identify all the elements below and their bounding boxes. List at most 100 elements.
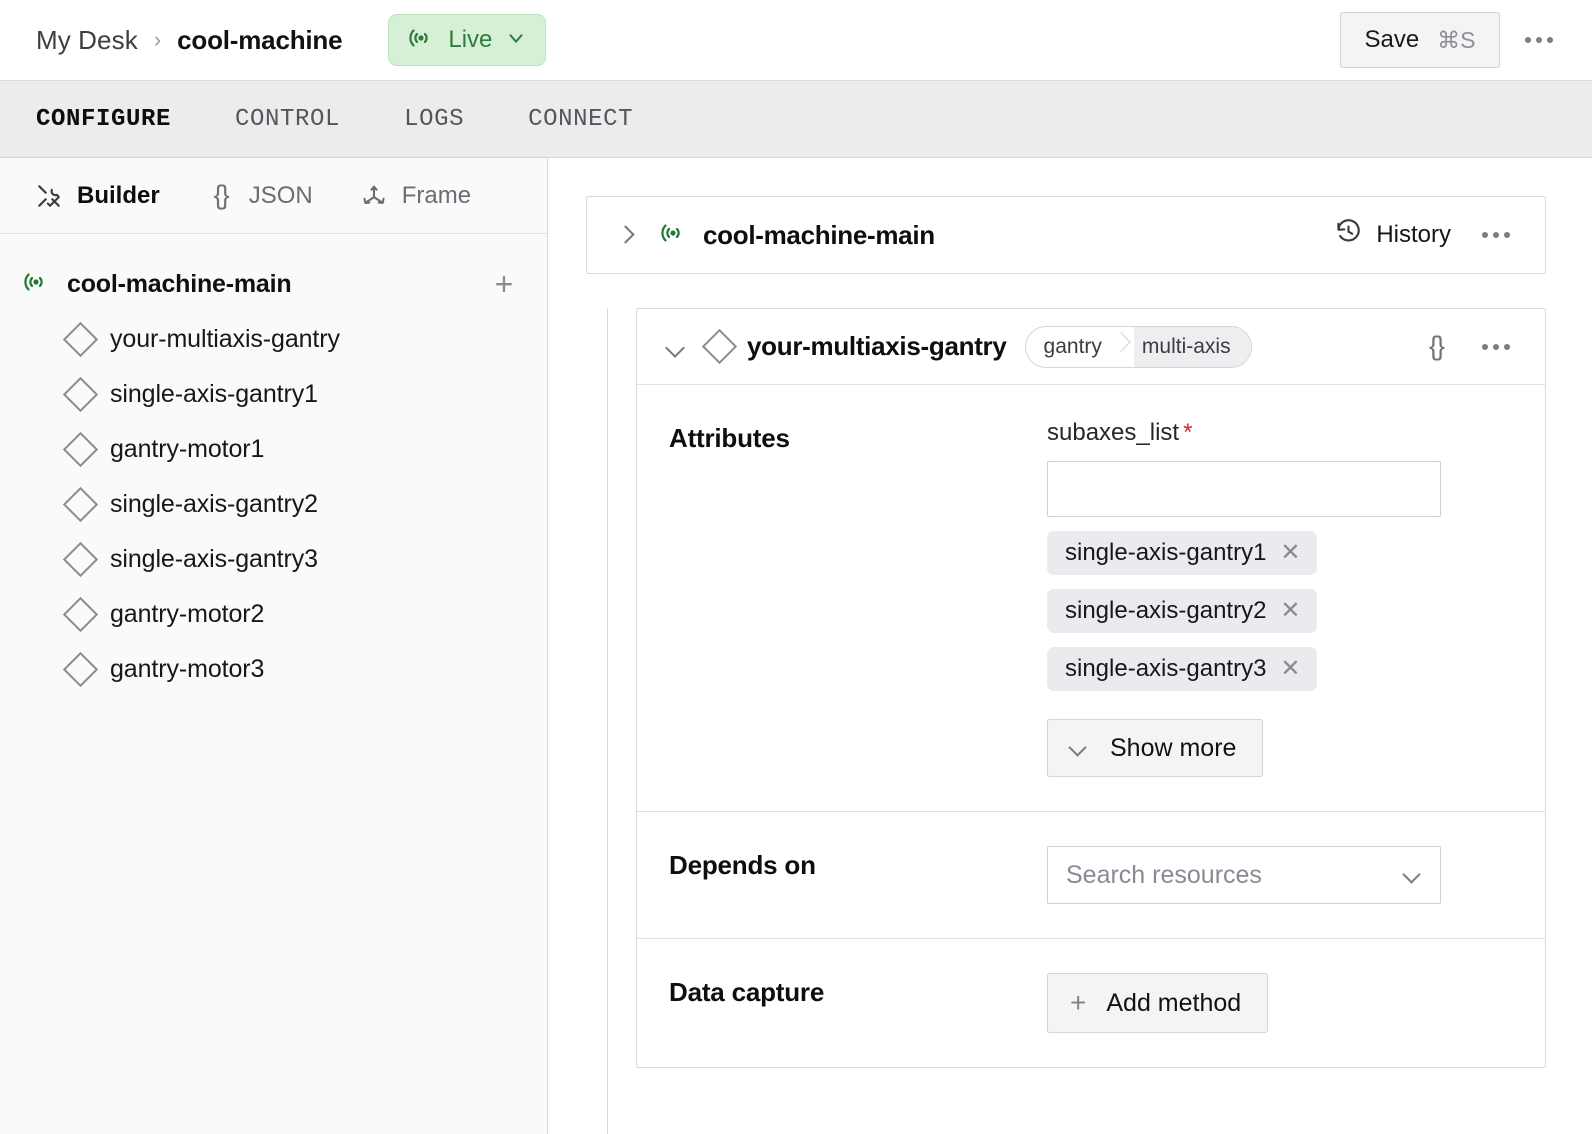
configure-panel: cool-machine-main History — [548, 158, 1592, 1134]
add-method-label: Add method — [1106, 988, 1242, 1017]
curly-braces-icon: {} — [213, 180, 230, 210]
root-resource-card: cool-machine-main History — [586, 196, 1546, 274]
mode-frame[interactable]: Frame — [359, 181, 471, 211]
component-card-your-multiaxis-gantry: your-multiaxis-gantry gantry multi-axis … — [636, 308, 1546, 1068]
component-diamond-icon — [62, 541, 99, 578]
live-status-dropdown[interactable]: Live — [388, 14, 547, 66]
required-asterisk: * — [1183, 419, 1193, 446]
attributes-section-label: Attributes — [669, 423, 790, 453]
chip-single-axis-gantry2[interactable]: single-axis-gantry2 ✕ — [1047, 589, 1317, 633]
chevron-right-icon[interactable] — [615, 224, 637, 246]
component-card-header: your-multiaxis-gantry gantry multi-axis … — [637, 309, 1545, 385]
chevron-down-icon[interactable] — [663, 335, 687, 359]
root-card-title: cool-machine-main — [703, 219, 935, 250]
live-signal-icon — [407, 24, 435, 57]
depends-on-body: Search resources — [1047, 846, 1519, 904]
main-tab-bar: CONFIGURE CONTROL LOGS CONNECT — [0, 80, 1592, 158]
component-diamond-icon — [62, 486, 99, 523]
attributes-body: subaxes_list* single-axis-gantry1 ✕ sing… — [1047, 419, 1519, 777]
breadcrumb-my-desk[interactable]: My Desk — [36, 24, 138, 55]
machine-signal-icon — [659, 219, 687, 252]
show-more-label: Show more — [1110, 733, 1237, 762]
badge-api-label: gantry — [1043, 334, 1102, 358]
plus-icon: + — [1070, 987, 1087, 1018]
tree-item-label: single-axis-gantry2 — [110, 490, 318, 518]
tab-configure[interactable]: CONFIGURE — [36, 105, 172, 133]
show-more-button[interactable]: Show more — [1047, 719, 1264, 777]
tree-item-gantry-motor2[interactable]: gantry-motor2 — [0, 587, 547, 642]
tree-connector-line — [607, 308, 608, 1134]
add-method-button[interactable]: + Add method — [1047, 973, 1269, 1033]
breadcrumb-separator-icon: › — [153, 27, 162, 52]
tab-logs[interactable]: LOGS — [404, 105, 465, 133]
live-label: Live — [448, 26, 493, 53]
tree-root-cool-machine-main[interactable]: cool-machine-main + — [0, 256, 547, 312]
chevron-down-icon — [1068, 738, 1088, 758]
chevron-down-icon — [505, 27, 527, 54]
chip-label: single-axis-gantry2 — [1065, 597, 1267, 624]
tree-item-your-multiaxis-gantry[interactable]: your-multiaxis-gantry — [0, 312, 547, 367]
search-resources-placeholder: Search resources — [1066, 860, 1262, 889]
sidebar-mode-switcher: Builder {} JSON Frame — [0, 158, 547, 234]
tab-control[interactable]: CONTROL — [235, 105, 341, 133]
chip-remove-icon[interactable]: ✕ — [1280, 597, 1301, 624]
chip-label: single-axis-gantry1 — [1065, 539, 1267, 566]
tree-item-single-axis-gantry2[interactable]: single-axis-gantry2 — [0, 477, 547, 532]
subaxes-chip-list: single-axis-gantry1 ✕ single-axis-gantry… — [1047, 517, 1519, 691]
view-json-icon[interactable]: {} — [1428, 331, 1445, 361]
badge-chevron-divider-icon — [1112, 327, 1134, 367]
resource-tree: cool-machine-main + your-multiaxis-gantr… — [0, 234, 547, 697]
machine-signal-icon — [22, 268, 50, 301]
top-bar: My Desk › cool-machine Live Save ⌘S — [0, 0, 1592, 80]
data-capture-body: + Add method — [1047, 973, 1519, 1033]
tree-item-label: your-multiaxis-gantry — [110, 325, 340, 353]
depends-on-row: Depends on Search resources — [637, 812, 1545, 939]
chip-remove-icon[interactable]: ✕ — [1280, 539, 1301, 566]
mode-json[interactable]: {} JSON — [206, 180, 313, 211]
history-button[interactable]: History — [1329, 212, 1457, 258]
tree-item-single-axis-gantry3[interactable]: single-axis-gantry3 — [0, 532, 547, 587]
badge-model-label: multi-axis — [1133, 326, 1251, 367]
chip-remove-icon[interactable]: ✕ — [1280, 655, 1301, 682]
search-resources-select[interactable]: Search resources — [1047, 846, 1441, 904]
tree-item-single-axis-gantry1[interactable]: single-axis-gantry1 — [0, 367, 547, 422]
data-capture-row: Data capture + Add method — [637, 939, 1545, 1067]
chip-label: single-axis-gantry3 — [1065, 655, 1267, 682]
attributes-row: Attributes subaxes_list* single-axis-gan… — [637, 385, 1545, 812]
component-diamond-icon — [62, 321, 99, 358]
component-type-badge: gantry multi-axis — [1024, 325, 1252, 368]
breadcrumb-current-machine[interactable]: cool-machine — [177, 24, 343, 55]
tree-root-label: cool-machine-main — [67, 269, 292, 298]
topbar-more-options-icon[interactable] — [1512, 13, 1566, 67]
chip-single-axis-gantry3[interactable]: single-axis-gantry3 ✕ — [1047, 647, 1317, 691]
tree-item-label: gantry-motor3 — [110, 655, 265, 683]
mode-builder-label: Builder — [77, 181, 160, 209]
chip-single-axis-gantry1[interactable]: single-axis-gantry1 ✕ — [1047, 531, 1317, 575]
body-split: Builder {} JSON Frame — [0, 158, 1592, 1134]
subaxes-list-input[interactable] — [1047, 461, 1441, 517]
root-card-more-options-icon[interactable] — [1469, 208, 1523, 262]
mode-frame-label: Frame — [401, 181, 472, 209]
tree-item-gantry-motor1[interactable]: gantry-motor1 — [0, 422, 547, 477]
mode-builder[interactable]: Builder — [34, 181, 160, 211]
tree-item-label: single-axis-gantry1 — [110, 380, 318, 408]
mode-json-label: JSON — [248, 181, 313, 209]
tab-connect[interactable]: CONNECT — [528, 105, 634, 133]
save-button[interactable]: Save ⌘S — [1340, 12, 1500, 68]
component-diamond-icon — [62, 376, 99, 413]
data-capture-section-label: Data capture — [669, 977, 825, 1007]
component-diamond-icon — [62, 431, 99, 468]
tree-item-gantry-motor3[interactable]: gantry-motor3 — [0, 642, 547, 697]
subaxes-list-label: subaxes_list* — [1047, 419, 1519, 447]
tools-icon — [34, 181, 64, 211]
add-resource-icon[interactable]: + — [494, 266, 514, 302]
axes-frame-icon — [359, 181, 389, 211]
left-sidebar: Builder {} JSON Frame — [0, 158, 548, 1134]
component-title: your-multiaxis-gantry — [747, 331, 1007, 361]
child-card-wrapper: your-multiaxis-gantry gantry multi-axis … — [586, 308, 1546, 1068]
component-diamond-icon — [62, 596, 99, 633]
tree-item-label: single-axis-gantry3 — [110, 545, 318, 573]
subaxes-list-label-text: subaxes_list — [1047, 419, 1180, 446]
component-diamond-icon — [62, 651, 99, 688]
component-more-options-icon[interactable] — [1469, 320, 1523, 374]
